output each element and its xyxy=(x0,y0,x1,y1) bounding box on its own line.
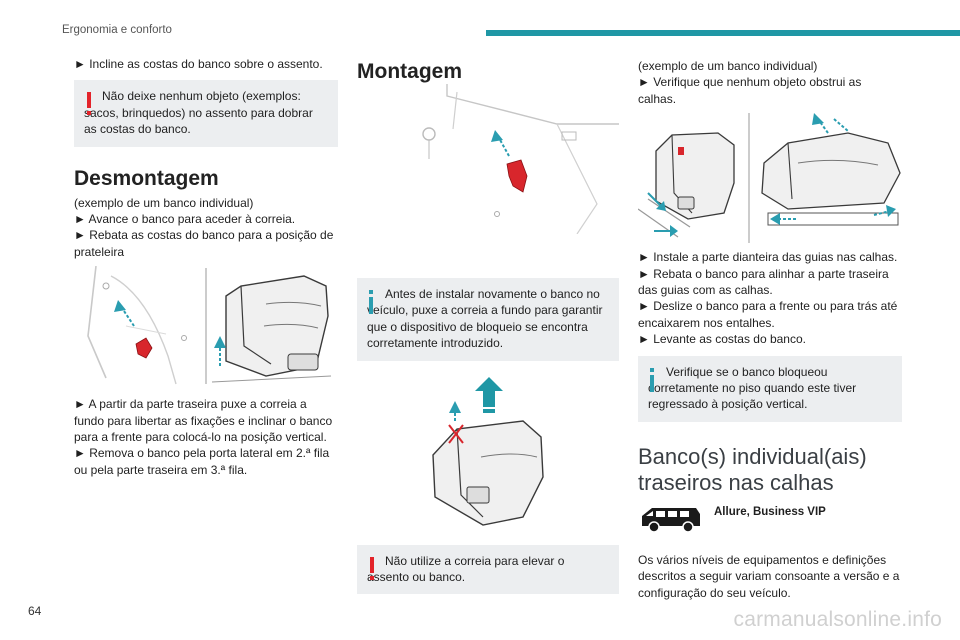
step-raise-back: ► Levante as costas do banco. xyxy=(638,332,806,347)
step-align-guides: ► Rebata o banco para alinhar a parte tr… xyxy=(638,266,889,298)
info-text: Antes de instalar novamente o banco no v… xyxy=(367,287,603,351)
info-icon xyxy=(650,367,654,392)
info-text: Verifique se o banco bloqueou corretamen… xyxy=(648,364,857,412)
step-pull-strap: ► A partir da parte traseira puxe a corr… xyxy=(74,397,333,445)
example-note: (exemplo de um banco individual) xyxy=(638,59,818,73)
column-3: (exemplo de um banco individual) ► Verif… xyxy=(638,50,902,601)
page-number: 64 xyxy=(28,604,42,618)
warning-exclamation-icon xyxy=(87,92,91,116)
warning-box-strap: Não utilize a correia para elevar o asse… xyxy=(357,544,619,595)
step-check-rails: ► Verifique que nenhum objeto obstrui as… xyxy=(638,75,862,106)
column-1: ► Incline as costas do banco sobre o ass… xyxy=(74,50,338,478)
example-note: (exemplo de um banco individual) xyxy=(74,195,254,210)
step-remove-seat: ► Remova o banco pela porta lateral em 2… xyxy=(74,446,330,477)
warning-box-objects: Não deixe nenhum objeto (exemplos: sacos… xyxy=(74,80,338,147)
seat-lock-illustration xyxy=(423,376,619,527)
seat-strap-diagram xyxy=(87,266,332,385)
column-2: Montagem Antes de instalar novamente o b… xyxy=(357,50,619,595)
intro-step: ► Incline as costas do banco sobre o ass… xyxy=(74,57,323,71)
step-slide-seat: ► Deslize o banco para a frente ou para … xyxy=(638,299,898,330)
info-box-lock-check: Verifique se o banco bloqueou corretamen… xyxy=(638,355,902,422)
info-box-strap: Antes de instalar novamente o banco no v… xyxy=(357,278,619,361)
seat-removal-illustration xyxy=(66,266,338,386)
header-accent-bar xyxy=(486,30,960,36)
van-icon xyxy=(642,507,700,533)
running-header: Ergonomia e conforto xyxy=(62,24,172,36)
strap-lock-diagram xyxy=(422,84,619,234)
rail-fitting-diagram xyxy=(638,113,901,244)
trim-levels: Allure, Business VIP xyxy=(714,505,826,518)
equipment-note: Os vários níveis de equipamentos e defin… xyxy=(638,552,900,600)
section-title-rear-seats: Banco(s) individual(ais) traseiros nas c… xyxy=(638,443,867,495)
section-title-desmontagem: Desmontagem xyxy=(74,166,219,190)
warning-text: Não deixe nenhum objeto (exemplos: sacos… xyxy=(84,89,313,137)
step-fold-back: ► Rebata as costas do banco para a posiç… xyxy=(74,228,334,259)
step-advance-seat: ► Avance o banco para aceder à correia. xyxy=(74,212,296,227)
step-install-guides: ► Instale a parte dianteira das guias na… xyxy=(638,250,898,265)
watermark: carmanualsonline.info xyxy=(733,608,942,631)
seat-lock-diagram xyxy=(432,376,544,526)
warning-text: Não utilize a correia para elevar o asse… xyxy=(367,553,565,585)
section-title-montagem: Montagem xyxy=(357,60,462,83)
rail-installation-illustration xyxy=(638,113,902,244)
info-icon xyxy=(369,290,373,314)
trim-level-row: Allure, Business VIP xyxy=(638,502,902,534)
warning-exclamation-icon xyxy=(370,556,374,581)
strap-fitting-illustration xyxy=(357,84,619,234)
